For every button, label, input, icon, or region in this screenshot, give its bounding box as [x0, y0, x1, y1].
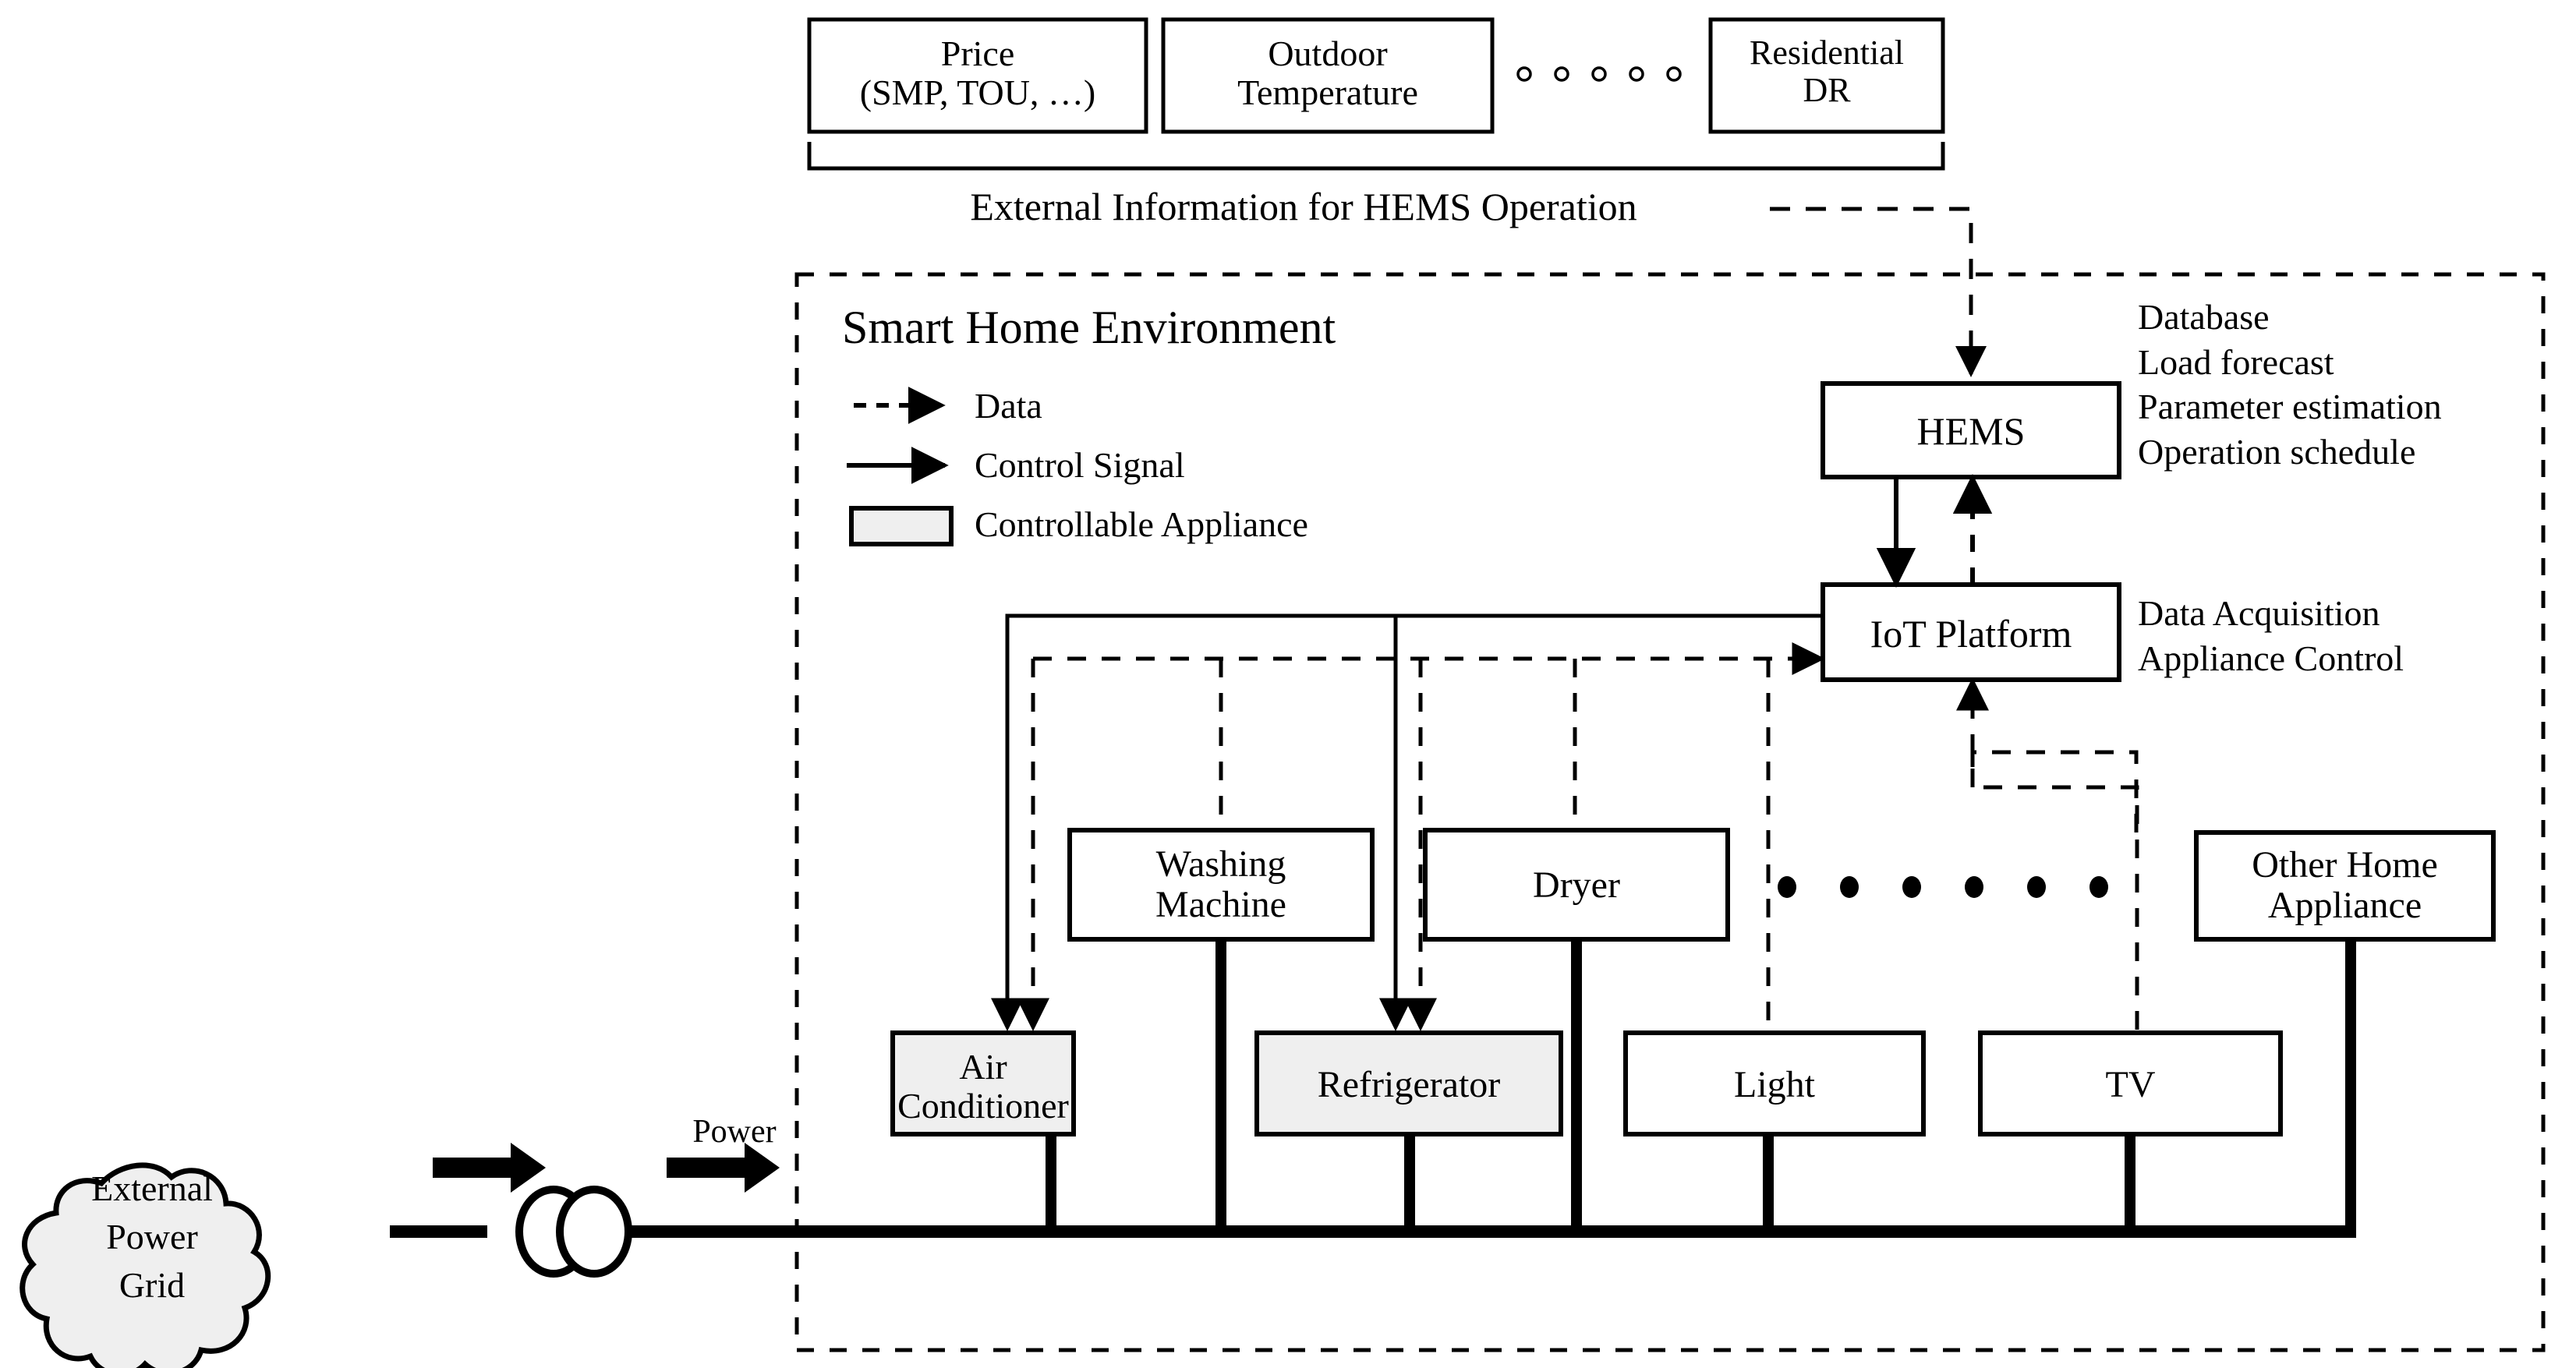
- appliance-box-washing-machine: [1067, 828, 1375, 942]
- iot-platform-label: IoT Platform: [1870, 612, 2072, 656]
- power-label: Power: [692, 1114, 777, 1150]
- legend-label-controllable-appliance: Controllable Appliance: [975, 504, 1308, 544]
- appliance-box-other-home-appliance: [2194, 830, 2496, 942]
- data-path-other-home-appliance: [1970, 750, 2139, 832]
- appliance-label-light: Light: [1734, 1064, 1815, 1105]
- legend-label-control-signal: Control Signal: [975, 445, 1185, 485]
- appliance-box-dryer: [1423, 828, 1730, 942]
- transformer-icon: [515, 1186, 632, 1278]
- external-power-grid-cloud: [19, 1162, 271, 1368]
- legend-gray-box-icon: [849, 506, 954, 546]
- legend-symbols: [847, 387, 954, 546]
- power-arrow-transformer-to-home: [667, 1143, 780, 1193]
- external-source-box-price: [807, 17, 1148, 134]
- appliance-label-air-conditioner: Air Conditioner: [897, 1047, 1069, 1126]
- data-path-tv: [1973, 785, 2139, 1030]
- page-title: Smart Home Environment: [842, 302, 1336, 353]
- hems-label: HEMS: [1916, 409, 2026, 453]
- hems-functions-list: Database Load forecast Parameter estimat…: [2138, 297, 2442, 472]
- appliance-label-tv: TV: [2105, 1064, 2156, 1105]
- external-source-label-price: Price (SMP, TOU, …): [859, 34, 1096, 112]
- legend-label-data: Data: [975, 386, 1042, 426]
- power-arrow-grid-to-transformer: [433, 1143, 546, 1193]
- iot-platform-functions-list: Data Acquisition Appliance Control: [2138, 593, 2404, 678]
- external-source-boxes: [807, 17, 1945, 134]
- external-sources-bracket: [807, 142, 1945, 171]
- ellipsis-circles-top: [1516, 66, 1682, 82]
- appliance-box-tv: [1978, 1030, 2283, 1136]
- external-information-caption: External Information for HEMS Operation: [970, 185, 1637, 228]
- appliance-label-refrigerator: Refrigerator: [1317, 1064, 1501, 1105]
- control-signal-line-to-air-conditioner: [990, 613, 1823, 1031]
- data-arrow-external-to-hems: [1770, 207, 1987, 378]
- external-power-grid-label: External Power Grid: [91, 1168, 213, 1306]
- power-flow-arrows: [433, 1143, 780, 1193]
- appliance-label-other-home-appliance: Other Home Appliance: [2252, 844, 2438, 926]
- appliance-box-air-conditioner: [890, 1030, 1076, 1136]
- appliance-label-dryer: Dryer: [1533, 864, 1620, 906]
- external-source-box-outdoor-temperature: [1161, 17, 1495, 134]
- ellipsis-dots-middle: [1778, 876, 2108, 898]
- external-source-label-residential-dr: Residential DR: [1750, 34, 1904, 109]
- appliance-box-light: [1623, 1030, 1926, 1136]
- data-bus-branches: [1016, 659, 1771, 1031]
- appliance-label-washing-machine: Washing Machine: [1155, 843, 1286, 925]
- external-source-box-residential-dr: [1708, 17, 1945, 134]
- external-source-label-outdoor-temperature: Outdoor Temperature: [1237, 34, 1418, 112]
